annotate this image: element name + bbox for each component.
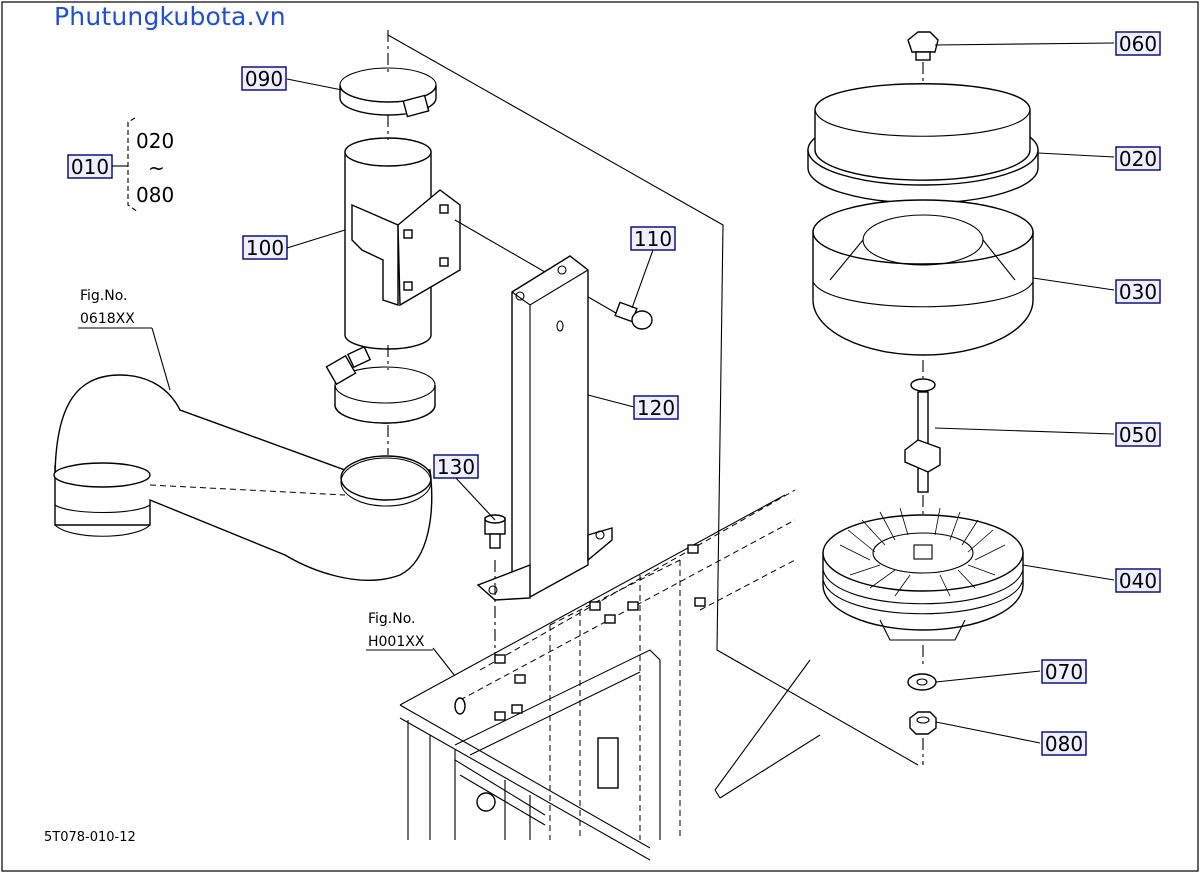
callout-box bbox=[630, 226, 676, 251]
group-range-sep: ~ bbox=[148, 156, 165, 180]
callout-number: 130 bbox=[437, 455, 475, 479]
callout-070: 070 bbox=[1041, 659, 1087, 684]
group-range-end: 080 bbox=[136, 183, 174, 207]
callout-box bbox=[1115, 279, 1161, 304]
callout-box bbox=[1115, 31, 1161, 56]
callout-number: 100 bbox=[246, 236, 284, 260]
machine-frame bbox=[399, 489, 821, 861]
callout-number: 030 bbox=[1119, 280, 1157, 304]
callout-box bbox=[241, 66, 287, 91]
callout-080: 080 bbox=[1041, 731, 1087, 756]
bolt-130 bbox=[484, 514, 506, 549]
drawing-code: 5T078-010-12 bbox=[44, 830, 136, 845]
callout-090: 090 bbox=[241, 66, 287, 91]
group-range-start: 020 bbox=[136, 129, 174, 153]
callout-110: 110 bbox=[630, 226, 676, 251]
callout-number: 090 bbox=[245, 67, 283, 91]
fig-ref-code: H001XX bbox=[368, 634, 425, 650]
callout-number: 120 bbox=[637, 396, 675, 420]
callout-020: 020 bbox=[1115, 146, 1161, 171]
callout-030: 030 bbox=[1115, 279, 1161, 304]
fig-ref-label: Fig.No. bbox=[80, 288, 128, 304]
support-bracket bbox=[476, 255, 613, 601]
callout-number: 010 bbox=[71, 155, 109, 179]
intake-pipe bbox=[344, 137, 461, 350]
group-range: 020 ~ 080 bbox=[112, 117, 174, 213]
callout-box bbox=[1115, 422, 1161, 447]
callout-040: 040 bbox=[1115, 568, 1161, 593]
callout-box bbox=[633, 395, 679, 420]
hose-clamp-upper bbox=[339, 67, 437, 118]
callout-box bbox=[242, 235, 288, 260]
callout-010: 010 bbox=[67, 154, 113, 179]
callout-box bbox=[433, 454, 479, 479]
callout-060: 060 bbox=[1115, 31, 1161, 56]
callout-100: 100 bbox=[242, 235, 288, 260]
hose-clamp-lower bbox=[325, 345, 436, 424]
watermark-text: Phutungkubota.vn bbox=[54, 2, 286, 31]
callout-number: 060 bbox=[1119, 32, 1157, 56]
callout-number: 020 bbox=[1119, 147, 1157, 171]
callout-number: 050 bbox=[1119, 423, 1157, 447]
callout-box bbox=[1041, 659, 1087, 684]
fig-ref-h001: Fig.No. H001XX bbox=[366, 611, 433, 651]
callout-120: 120 bbox=[633, 395, 679, 420]
bolt-110 bbox=[614, 301, 653, 330]
bolt-leader-110 bbox=[454, 219, 629, 321]
callout-number: 080 bbox=[1045, 732, 1083, 756]
intake-elbow-pipe bbox=[53, 374, 433, 582]
fig-ref-code: 0618XX bbox=[80, 311, 135, 327]
callout-box bbox=[1115, 568, 1161, 593]
callout-number: 070 bbox=[1045, 660, 1083, 684]
callout-number: 110 bbox=[634, 227, 672, 251]
wing-nut-060 bbox=[907, 31, 939, 61]
nut-080 bbox=[909, 711, 937, 735]
impeller-040 bbox=[822, 507, 1024, 641]
leader-lines bbox=[151, 42, 1115, 744]
callout-050: 050 bbox=[1115, 422, 1161, 447]
washer-070 bbox=[907, 673, 937, 691]
cyclone-cup-030 bbox=[812, 199, 1034, 356]
callout-labels: 010 020 030 040 050 060 070 080 090 100 110 120 130 bbox=[67, 31, 1161, 756]
callout-box bbox=[1041, 731, 1087, 756]
cover-020 bbox=[807, 83, 1039, 204]
rod-050 bbox=[904, 378, 941, 493]
assembly-line-right bbox=[387, 34, 919, 766]
fig-ref-0618: Fig.No. 0618XX bbox=[78, 288, 152, 329]
callout-number: 040 bbox=[1119, 569, 1157, 593]
fig-ref-label: Fig.No. bbox=[368, 611, 416, 627]
callout-130: 130 bbox=[433, 454, 479, 479]
callout-box bbox=[1115, 146, 1161, 171]
